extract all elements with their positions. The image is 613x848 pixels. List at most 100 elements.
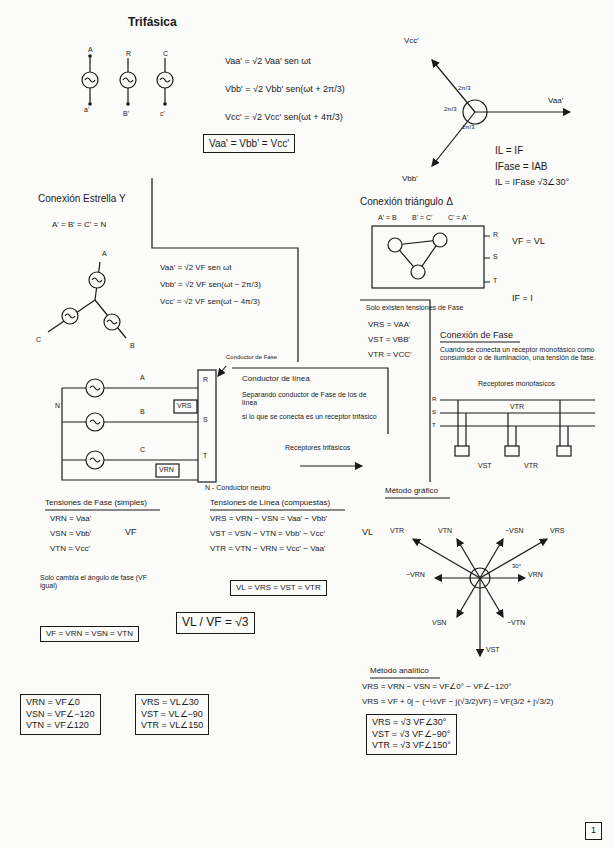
formula-text: VTR = VL∠150 <box>141 720 203 732</box>
formula-text: VRS = √3 VF∠30° <box>372 717 451 729</box>
note-text: VTR = VCC' <box>368 350 412 359</box>
note-text: VST <box>486 646 500 654</box>
note-text: R <box>432 396 436 403</box>
note-text: VL <box>362 527 373 537</box>
formula-text: VSN = VF∠−120 <box>26 709 95 721</box>
note-text: A' = B' = C' = N <box>52 220 106 229</box>
formula-box: VRS = VL∠30VST = VL∠−90VTR = VL∠150 <box>135 694 209 735</box>
formula-box: VL / VF = √3 <box>176 612 255 634</box>
note-text: B' = C' <box>412 214 432 222</box>
note-text: VF <box>125 527 137 537</box>
formula-box: VRS = √3 VF∠30°VST = √3 VF∠−90°VTR = √3 … <box>366 714 457 755</box>
note-text: VRN <box>159 466 174 474</box>
note-text: Separando conductor de Fase de los de lí… <box>242 391 377 407</box>
note-text: VSN <box>432 619 446 627</box>
note-text: R <box>126 50 131 58</box>
note-text: VST = VBB' <box>368 335 410 344</box>
note-text: A <box>102 250 107 258</box>
note-text: VRS = VAA' <box>368 320 411 329</box>
note-text: Receptores monofásicos <box>478 380 555 388</box>
note-text: Vcc' = √2 Vcc' sen(ωt + 4π/3) <box>225 112 343 122</box>
note-text: Conexión de Fase <box>440 330 513 340</box>
note-text: 30° <box>512 563 521 570</box>
note-text: A' = B <box>378 214 397 222</box>
note-text: S <box>432 409 436 416</box>
note-text: Vbb' = √2 VF sen(ωt − 2π/3) <box>160 280 261 289</box>
note-text: R <box>203 376 208 384</box>
note-text: T <box>493 277 497 285</box>
note-text: C <box>163 50 168 58</box>
formula-box: VL = VRS = VST = VTR <box>230 580 327 596</box>
note-text: VTR = VTN − VRN = Vcc' − Vaa' <box>210 544 325 553</box>
note-text: S <box>493 253 498 261</box>
note-text: C' = A' <box>448 214 468 222</box>
formula-text: VF = VRN = VSN = VTN <box>46 629 133 639</box>
note-text: Conexión triángulo Δ <box>360 196 453 208</box>
note-text: IF = I <box>512 293 533 303</box>
formula-text: VST = VL∠−90 <box>141 709 203 721</box>
note-text: −VSN <box>505 527 523 535</box>
note-text: C <box>36 336 41 344</box>
note-text: 2π/3 <box>458 85 470 92</box>
note-text: Conductor de Fase <box>226 354 277 361</box>
note-text: N <box>55 402 60 410</box>
note-text: VTN = Vcc' <box>50 544 90 553</box>
formula-text: VST = √3 VF∠−90° <box>372 729 451 741</box>
note-text: Vcc' = √2 VF sen(ωt − 4π/3) <box>160 297 260 306</box>
note-text: VF = VL <box>512 236 545 246</box>
formula-text: VTR = √3 VF∠150° <box>372 740 451 752</box>
note-text: VRS <box>177 402 191 410</box>
note-text: VRN <box>528 571 543 579</box>
formula-text: VTN = VF∠120 <box>26 720 95 732</box>
formula-box: VRN = VF∠0VSN = VF∠−120VTN = VF∠120 <box>20 694 101 735</box>
note-text: Vbb' <box>402 174 418 183</box>
formula-box: VF = VRN = VSN = VTN <box>40 626 139 642</box>
note-text: c' <box>160 110 165 118</box>
note-text: A <box>88 46 93 54</box>
note-text: Solo cambia el ángulo de fase (VF igual) <box>40 574 152 590</box>
note-text: VSN = Vbb' <box>50 529 91 538</box>
note-text: VTR <box>390 527 404 535</box>
note-text: IL = IF <box>495 145 523 157</box>
note-text: Conductor de línea <box>242 374 310 383</box>
page-title: Trifásica <box>128 16 177 30</box>
note-text: Vbb' = √2 Vbb' sen(ωt + 2π/3) <box>225 84 345 94</box>
note-text: Solo existen tensiones de Fase <box>366 304 463 312</box>
note-text: Vaa' = √2 VF sen ωt <box>160 263 231 272</box>
note-text: VTN <box>438 527 452 535</box>
note-text: VST = VSN − VTN = Vbb' − Vcc' <box>210 529 325 538</box>
note-text: VRS = VF + 0j − (−½VF − j(√3/2)VF) = VF(… <box>362 697 553 706</box>
note-text: −VTN <box>507 619 525 627</box>
note-text: A <box>140 374 145 382</box>
note-text: si lo que se conecta es un receptor trif… <box>242 413 377 421</box>
note-text: VRN = Vaa' <box>50 514 91 523</box>
note-text: 2π/3 <box>444 106 456 113</box>
formula-text: Vaa' = Vbb' = Vcc' <box>209 137 289 150</box>
note-text: VTR <box>524 462 538 470</box>
note-text: B <box>130 342 135 350</box>
note-text: B' <box>123 110 129 118</box>
note-text: VTR <box>510 403 524 411</box>
note-text: −VRN <box>406 571 425 579</box>
note-text: Vaa' <box>548 96 563 105</box>
formula-box: 1 <box>585 822 602 840</box>
note-text: Tensiones de Fase (simples) <box>45 498 147 507</box>
formula-text: VRS = VL∠30 <box>141 697 203 709</box>
note-text: B <box>140 408 145 416</box>
formula-box: Vaa' = Vbb' = Vcc' <box>203 134 295 153</box>
note-text: Tensiones de Línea (compuestas) <box>210 498 330 507</box>
note-text: T <box>432 422 436 429</box>
note-text: VRS = VRN − VSN = Vaa' − Vbb' <box>210 514 327 523</box>
note-text: IL = IFase √3∠30° <box>495 177 569 187</box>
note-text: Método analítico <box>370 666 429 675</box>
note-text: 2π/3 <box>462 124 474 131</box>
formula-text: VL = VRS = VST = VTR <box>236 583 321 593</box>
note-text: Cuando se conecta un receptor monofásico… <box>440 346 605 362</box>
note-text: Receptores trifásicos <box>285 444 350 452</box>
formula-text: VRN = VF∠0 <box>26 697 95 709</box>
note-text: a' <box>84 106 89 114</box>
note-text: Vcc' <box>404 36 419 45</box>
note-text: Conexión Estrella Y <box>38 193 126 205</box>
note-text: IFase = IAB <box>495 161 548 173</box>
note-text: VRS = VRN − VSN = VF∠0° − VF∠−120° <box>362 682 512 691</box>
